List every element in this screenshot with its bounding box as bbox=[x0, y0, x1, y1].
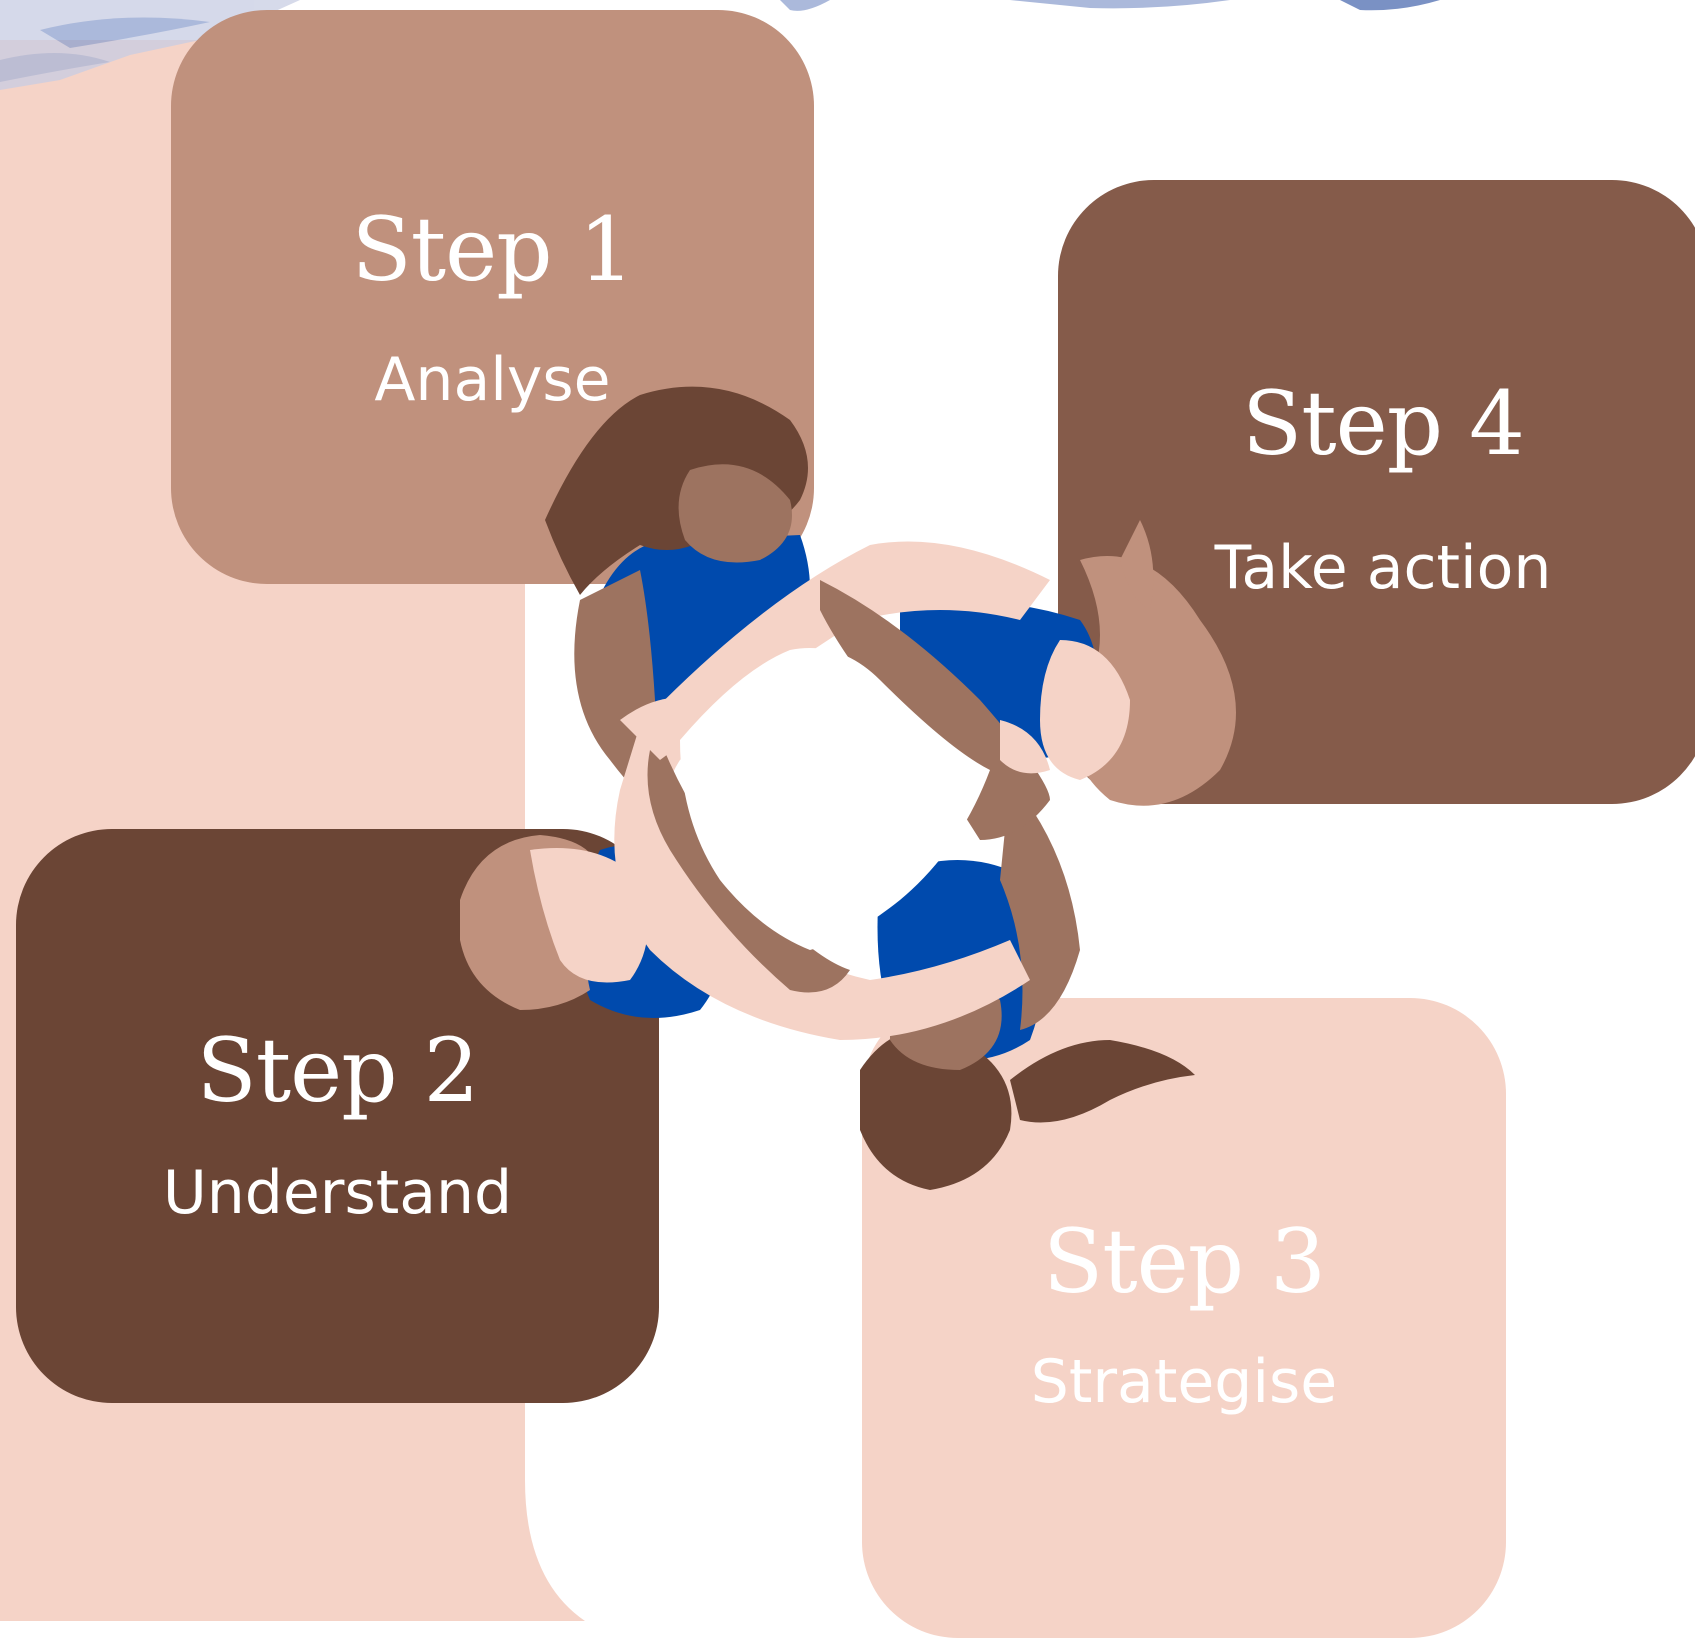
step-2-card: Step 2 Understand bbox=[16, 829, 659, 1403]
step-2-subtitle: Understand bbox=[162, 1158, 513, 1228]
step-3-subtitle: Strategise bbox=[1030, 1347, 1338, 1417]
step-3-card: Step 3 Strategise bbox=[862, 998, 1506, 1638]
step-1-title: Step 1 bbox=[351, 198, 634, 301]
step-2-title: Step 2 bbox=[196, 1019, 479, 1122]
step-1-card: Step 1 Analyse bbox=[171, 10, 814, 584]
step-4-card: Step 4 Take action bbox=[1058, 180, 1695, 804]
step-3-title: Step 3 bbox=[1042, 1210, 1326, 1313]
step-1-subtitle: Analyse bbox=[374, 345, 611, 415]
step-4-subtitle: Take action bbox=[1214, 533, 1552, 603]
step-4-title: Step 4 bbox=[1241, 372, 1525, 475]
